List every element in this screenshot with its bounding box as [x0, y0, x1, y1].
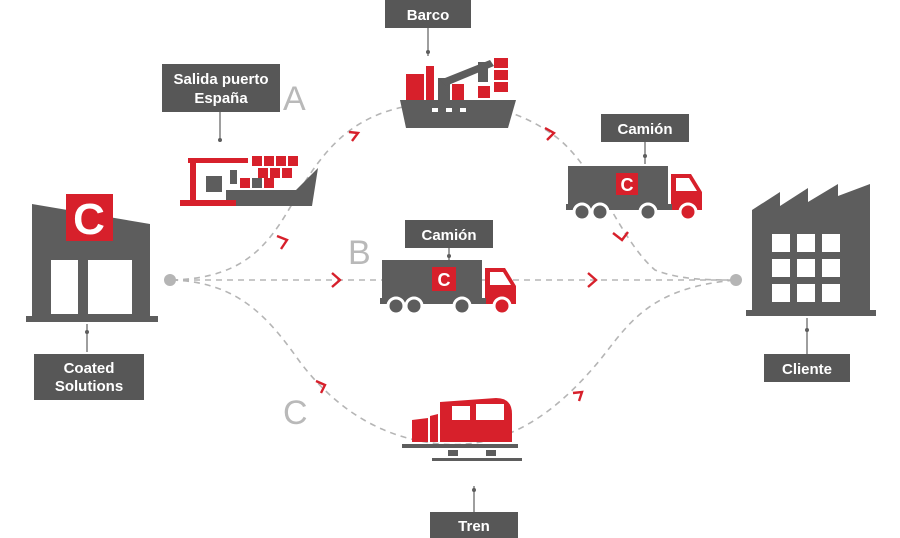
- label-ship: [385, 0, 471, 28]
- arrow-a-4: [612, 231, 629, 242]
- label-client-text: Cliente: [782, 361, 832, 378]
- route-letter-b: B: [348, 234, 371, 272]
- label-port-line1: Salida puerto: [173, 71, 268, 88]
- label-port: [162, 64, 280, 112]
- label-origin-line1: Coated: [64, 360, 115, 377]
- direction-arrows: [276, 126, 629, 402]
- label-origin: [34, 354, 144, 400]
- svg-text:C: C: [438, 270, 451, 290]
- warehouse-icon: C: [26, 194, 158, 322]
- label-truck-top: [601, 114, 689, 142]
- cargo-ship-icon: [400, 58, 516, 128]
- truck-icon-middle: C: [378, 258, 518, 316]
- label-train-text: Tren: [458, 518, 490, 535]
- truck-icon-top: C: [564, 164, 704, 222]
- arrow-a-3: [544, 126, 556, 141]
- destination-dot: [730, 274, 742, 286]
- label-truck-mid: [405, 220, 493, 248]
- arrow-a-2: [348, 130, 361, 142]
- route-letter-a: A: [283, 80, 306, 118]
- route-line-a-upper: [171, 101, 736, 281]
- label-origin-line2: Solutions: [55, 378, 123, 395]
- label-ship-text: Barco: [407, 7, 450, 24]
- origin-dot: [164, 274, 176, 286]
- label-client: [764, 354, 850, 382]
- label-train: [430, 512, 518, 538]
- label-port-line2: España: [194, 90, 248, 107]
- arrow-c-2: [572, 390, 584, 402]
- train-icon: [402, 398, 522, 461]
- label-truck-top-text: Camión: [617, 121, 672, 138]
- logo-letter: C: [73, 195, 105, 244]
- arrow-a-1: [276, 234, 289, 250]
- arrow-b-1: [331, 272, 342, 288]
- label-truck-mid-text: Camión: [421, 227, 476, 244]
- arrow-b-2: [587, 272, 598, 288]
- route-lines: [171, 101, 736, 446]
- svg-text:C: C: [621, 175, 634, 195]
- logo-badge: [66, 194, 113, 241]
- factory-icon: [746, 184, 876, 316]
- arrow-c-1: [315, 379, 327, 394]
- route-letter-c: C: [283, 394, 308, 432]
- port-crane-ship-icon: [180, 156, 318, 206]
